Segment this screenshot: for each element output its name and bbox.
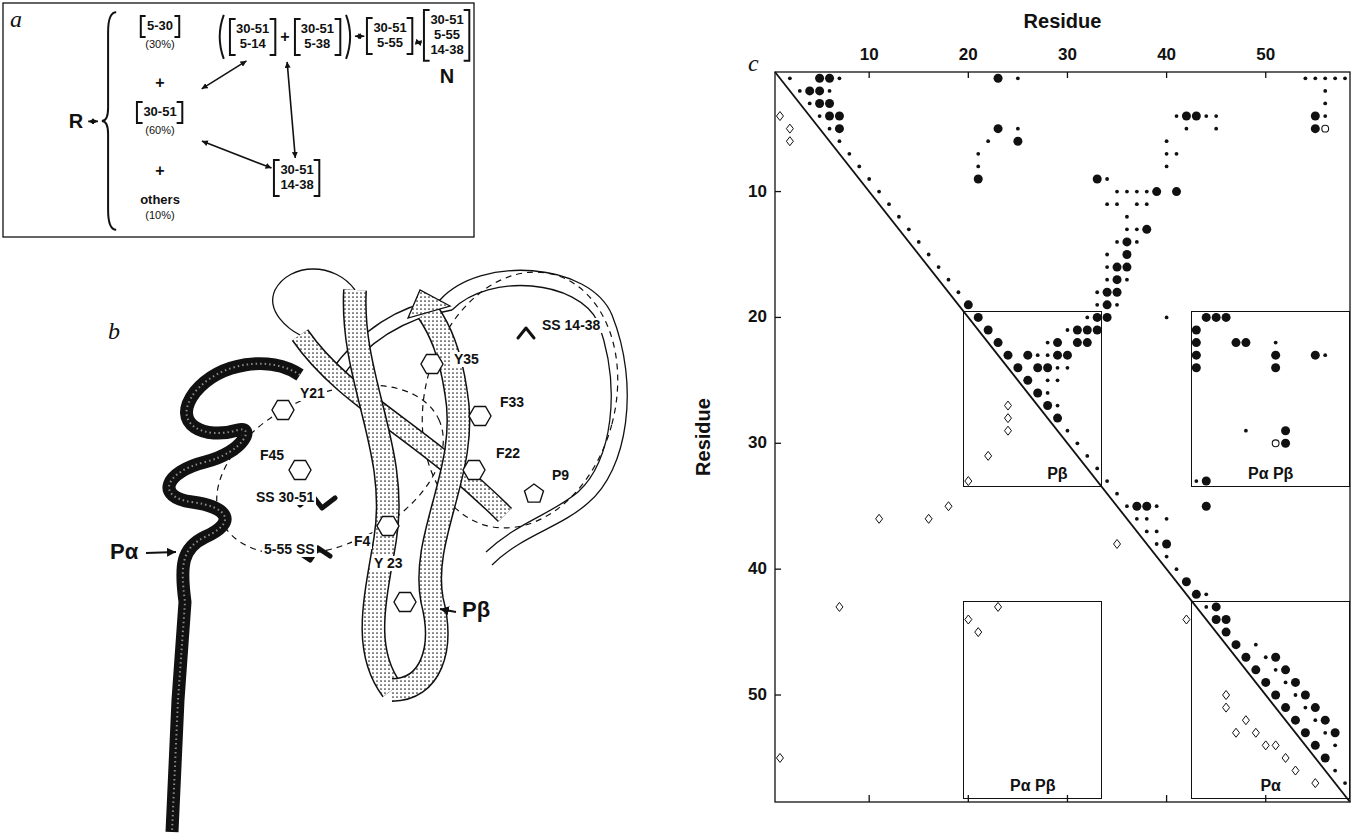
region-box: Pα: [1191, 601, 1350, 800]
pointer-arrow: [146, 552, 176, 553]
panel-frame: [3, 3, 474, 237]
tick-label: 30: [748, 434, 767, 453]
species-label: 30-51 14-38: [280, 163, 313, 193]
region-label: Pα Pβ: [1007, 776, 1058, 795]
reaction-arrow: [88, 121, 98, 123]
residue-label: F33: [498, 395, 526, 410]
bond-label: SS 14-38: [540, 318, 602, 333]
tick-label: 20: [748, 308, 767, 327]
panel-letter: b: [108, 318, 120, 344]
species-bracket: 30-51 (60%): [136, 102, 183, 136]
reaction-arrow: [202, 141, 272, 168]
bracket-wrap: 5-30: [140, 16, 180, 37]
bracket-wrap: 30-51 5-38: [294, 19, 341, 55]
region-label: Pβ: [1044, 464, 1070, 483]
state-label: R: [69, 110, 83, 133]
diagonal-line: [775, 72, 1350, 802]
plus-sign: +: [155, 74, 164, 92]
curly-brace: [100, 10, 118, 232]
region-box: Pα Pβ: [1191, 311, 1350, 487]
species-label: 30-51 5-55 14-38: [430, 13, 463, 58]
species-bracket: 30-51 5-55 14-38N: [423, 10, 470, 88]
contact-diamonds: [776, 112, 1318, 788]
panel-letter: c: [748, 50, 759, 76]
contact-dots: [788, 76, 1347, 785]
plot-frame: [775, 72, 1350, 802]
paren-group: +30-51 5-14 30-51 5-38: [217, 14, 353, 60]
subdomain-label: Pβ: [462, 598, 490, 622]
tick-label: 50: [748, 686, 767, 705]
tick-label: 40: [748, 560, 767, 579]
tick-label: 30: [1058, 46, 1077, 65]
percent-label: (10%): [145, 209, 174, 221]
pointer-arrow: [440, 609, 456, 612]
side-chain-rings: [272, 355, 544, 612]
brace-group: + +5-30 (30%) 30-51 (60%) others(10%): [100, 10, 200, 232]
reaction-arrow: [416, 42, 422, 43]
axis-title: Residue: [1024, 10, 1102, 32]
bond-label: 5-55 SS: [262, 542, 317, 557]
axis-title: Residue: [692, 398, 714, 476]
bracket-wrap: 30-51 5-55 14-38: [423, 10, 470, 61]
region-box: Pβ: [963, 311, 1102, 487]
region-label: Pα Pβ: [1245, 464, 1296, 483]
species-group: others(10%): [138, 190, 182, 221]
residue-label: Y 23: [372, 556, 405, 571]
species-bracket: 30-51 5-38: [294, 19, 341, 55]
tick-label: 10: [748, 182, 767, 201]
state-box: R: [66, 108, 86, 135]
species-label: 30-51 5-38: [301, 22, 334, 52]
percent-label: (60%): [145, 124, 174, 136]
bracket-wrap: 30-51: [136, 102, 183, 123]
residue-label: F4: [352, 534, 372, 549]
tick-label: 40: [1157, 46, 1176, 65]
tick-label: 20: [959, 46, 978, 65]
bracket-wrap: 30-51 14-38: [273, 160, 320, 196]
contact-map: [775, 72, 1350, 802]
alpha-helix: [169, 364, 300, 832]
helix-texture: [169, 364, 300, 832]
species-bracket: 30-51 5-14: [229, 19, 276, 55]
residue-label: F45: [258, 448, 286, 463]
species-label: 30-51 5-14: [236, 22, 269, 52]
residue-label: Y21: [298, 386, 327, 401]
species-label: 30-51 5-55: [373, 21, 406, 51]
region-label: Pα: [1257, 776, 1284, 795]
region-box: Pα Pβ: [963, 601, 1102, 800]
tick-label: 50: [1256, 46, 1275, 65]
species-bracket: 30-51 14-38: [273, 160, 320, 196]
subdomain-label: Pα: [110, 540, 138, 564]
disulfide-bonds: [298, 328, 534, 560]
state-label: N: [440, 65, 454, 88]
bracket-wrap: 30-51 5-55: [366, 18, 413, 54]
species-bracket: 30-51 5-55: [366, 18, 413, 54]
percent-label: (30%): [145, 38, 174, 50]
contact-dots: [805, 74, 1339, 763]
species-label: 30-51: [143, 105, 176, 120]
tick-label: 10: [860, 46, 879, 65]
residue-label: P9: [550, 468, 571, 483]
plus-sign: +: [155, 162, 164, 180]
residue-label: F22: [494, 446, 522, 461]
residue-label: Y35: [452, 352, 481, 367]
reaction-arrow: [287, 62, 295, 158]
bond-label: SS 30-51: [254, 490, 316, 505]
species-bracket: 5-30 (30%): [140, 16, 180, 50]
panel-letter: a: [10, 6, 22, 32]
plus-sign: +: [280, 28, 289, 46]
reaction-arrow: [202, 61, 247, 89]
contact-dots: [1272, 125, 1328, 446]
ribbon-illustration: [146, 250, 645, 832]
beta-hairpin: [300, 290, 505, 690]
species-label: others: [138, 190, 182, 208]
reaction-arrow: [355, 35, 364, 37]
bracket-wrap: 30-51 5-14: [229, 19, 276, 55]
species-label: 5-30: [147, 19, 173, 34]
